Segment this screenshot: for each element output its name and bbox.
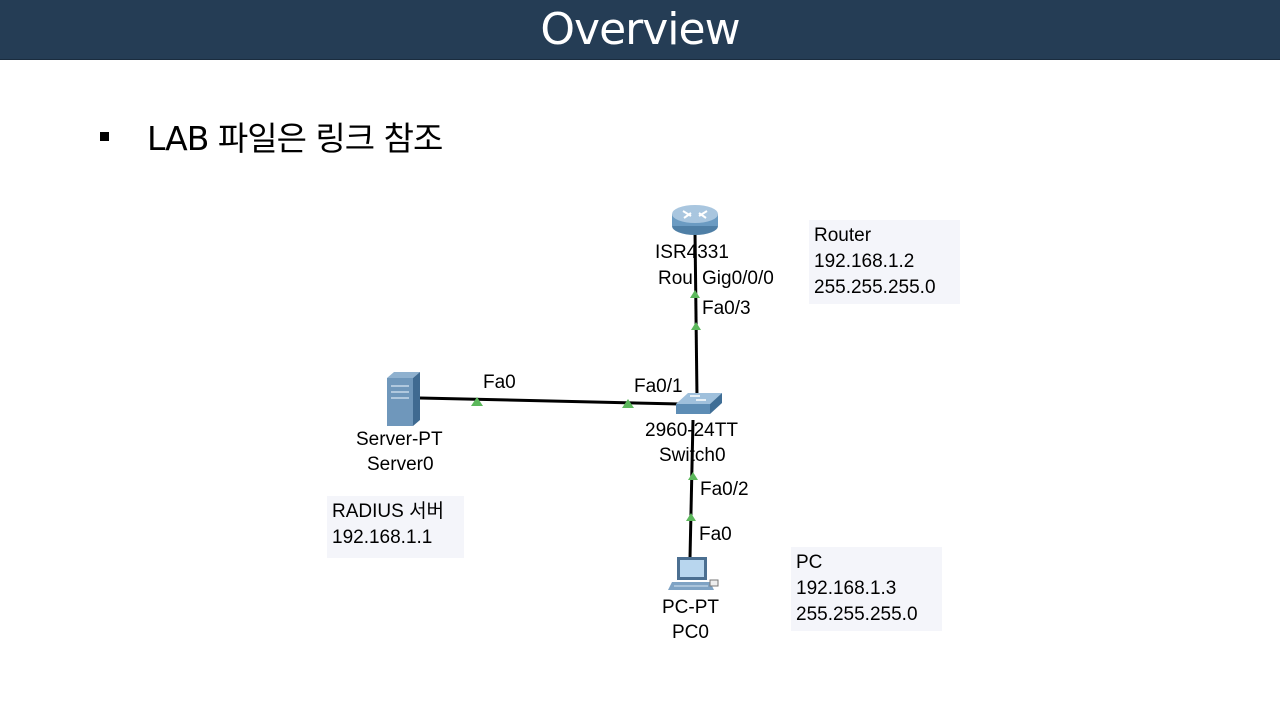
pc-info-note: PC 192.168.1.3 255.255.255.0 <box>791 547 942 631</box>
server-icon[interactable] <box>387 372 420 426</box>
link-up-indicator <box>622 399 634 408</box>
link-up-indicator <box>686 513 696 521</box>
pc-info-mask: 255.255.255.0 <box>796 604 918 625</box>
pc-info-title: PC <box>796 552 823 573</box>
server-info-note: RADIUS 서버 192.168.1.1 <box>327 496 464 558</box>
switch-name-label: Switch0 <box>659 445 726 466</box>
link-switch-pc <box>688 419 695 559</box>
router-model-label: ISR4331 <box>655 242 729 263</box>
bullet-item: LAB 파일은 링크 참조 <box>100 112 443 160</box>
link-up-indicator <box>688 472 698 480</box>
switch-pc-port-label: Fa0/2 <box>700 479 749 500</box>
server-info-ip: 192.168.1.1 <box>332 527 433 548</box>
bullet-text: LAB 파일은 링크 참조 <box>147 119 443 158</box>
server-port-label: Fa0 <box>483 372 516 393</box>
title-bar: Overview <box>0 0 1280 60</box>
server-model-label: Server-PT <box>356 429 443 450</box>
router-info-title: Router <box>814 225 872 246</box>
router-info-mask: 255.255.255.0 <box>814 277 936 298</box>
server-info-title: RADIUS 서버 <box>332 501 445 522</box>
router-info-note: Router 192.168.1.2 255.255.255.0 <box>809 220 960 304</box>
pc-name-label: PC0 <box>672 622 709 643</box>
link-up-indicator <box>691 322 701 330</box>
switch-model-label: 2960-24TT <box>645 420 738 441</box>
pc-model-label: PC-PT <box>662 597 719 618</box>
link-up-indicator <box>471 397 483 406</box>
link-router-switch <box>693 231 699 399</box>
link-server-switch <box>419 396 681 406</box>
router-info-ip: 192.168.1.2 <box>814 251 915 272</box>
switch-router-port-label: Fa0/3 <box>702 298 751 319</box>
pc-info-ip: 192.168.1.3 <box>796 578 897 599</box>
bullet-square-icon <box>100 131 109 141</box>
switch-icon[interactable] <box>676 393 722 414</box>
link-up-indicator <box>690 290 700 298</box>
switch-server-port-label: Fa0/1 <box>634 376 683 397</box>
pc-port-label: Fa0 <box>699 524 732 545</box>
pc-icon[interactable] <box>668 557 719 590</box>
slide-title: Overview <box>540 4 740 55</box>
server-name-label: Server0 <box>367 454 434 475</box>
router-name-label: Rou <box>658 268 693 289</box>
router-port-label: Gig0/0/0 <box>702 268 774 289</box>
router-icon[interactable] <box>672 205 718 235</box>
